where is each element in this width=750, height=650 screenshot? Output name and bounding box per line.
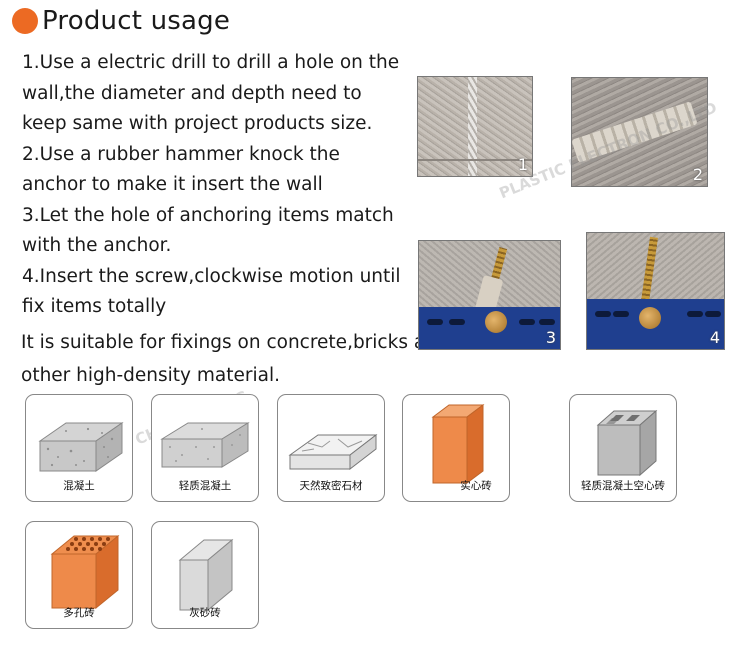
drill-bit-graphic (468, 77, 477, 176)
material-card-hollow-block: 轻质混凝土空心砖 (569, 394, 677, 502)
material-label: 轻质混凝土 (178, 480, 232, 492)
page-title: Product usage (42, 6, 231, 36)
step-line: 4.Insert the screw,clockwise motion unti… (22, 265, 401, 287)
anchor-graphic (572, 101, 698, 163)
screw-head-icon (485, 311, 507, 333)
screw-head-icon (639, 307, 661, 329)
material-card-sand-lime-brick: 灰砂砖 (151, 521, 259, 629)
concrete-block-icon (38, 422, 124, 472)
photo-number: 1 (517, 155, 528, 174)
section-header: Product usage (12, 4, 230, 38)
wall-seam (418, 159, 532, 161)
hollow-concrete-block-icon (596, 409, 658, 477)
material-card-natural-stone: 天然致密石材 (277, 394, 385, 502)
step-line: anchor to make it insert the wall (22, 174, 323, 195)
orange-bullet-icon (12, 8, 38, 34)
material-card-perforated-brick: 多孔砖 (25, 521, 133, 629)
material-label: 天然致密石材 (299, 480, 363, 492)
light-concrete-block-icon (160, 422, 250, 468)
step-line: fix items totally (22, 296, 167, 317)
photo-number: 2 (692, 165, 703, 184)
suitability-line: other high-density material. (21, 365, 280, 386)
photo-number: 4 (709, 328, 720, 347)
solid-brick-icon (431, 404, 485, 484)
sand-lime-brick-icon (178, 538, 234, 612)
step-line: wall,the diameter and depth need to (22, 82, 362, 104)
suitability-line: It is suitable for fixings on concrete,b… (21, 332, 449, 353)
material-label: 轻质混凝土空心砖 (581, 480, 665, 492)
material-label: 混凝土 (63, 480, 95, 492)
step-line: 2.Use a rubber hammer knock the (22, 143, 340, 165)
usage-steps: 1.Use a electric drill to drill a hole o… (22, 48, 412, 323)
suitability-note: It is suitable for fixings on concrete,b… (21, 326, 449, 392)
photo-number: 3 (545, 328, 556, 347)
material-label: 灰砂砖 (189, 607, 221, 619)
step-photo-insert-anchor: 2 (571, 77, 708, 187)
step-line: 3.Let the hole of anchoring items match (22, 204, 394, 226)
step-photo-drill-hole: 1 (417, 76, 533, 177)
step-line: 1.Use a electric drill to drill a hole o… (22, 52, 400, 73)
material-card-solid-brick: 实心砖 (402, 394, 510, 502)
material-label: 实心砖 (460, 480, 492, 492)
natural-stone-icon (288, 433, 378, 471)
step-line: keep same with project products size. (22, 113, 373, 134)
material-label: 多孔砖 (63, 607, 95, 619)
perforated-brick-icon (50, 534, 120, 610)
step-line: with the anchor. (22, 235, 172, 256)
step-photo-align-item: 3 (418, 240, 561, 350)
material-card-light-concrete: 轻质混凝土 (151, 394, 259, 502)
step-photo-fix-screw: 4 (586, 232, 725, 350)
material-card-concrete: 混凝土 (25, 394, 133, 502)
